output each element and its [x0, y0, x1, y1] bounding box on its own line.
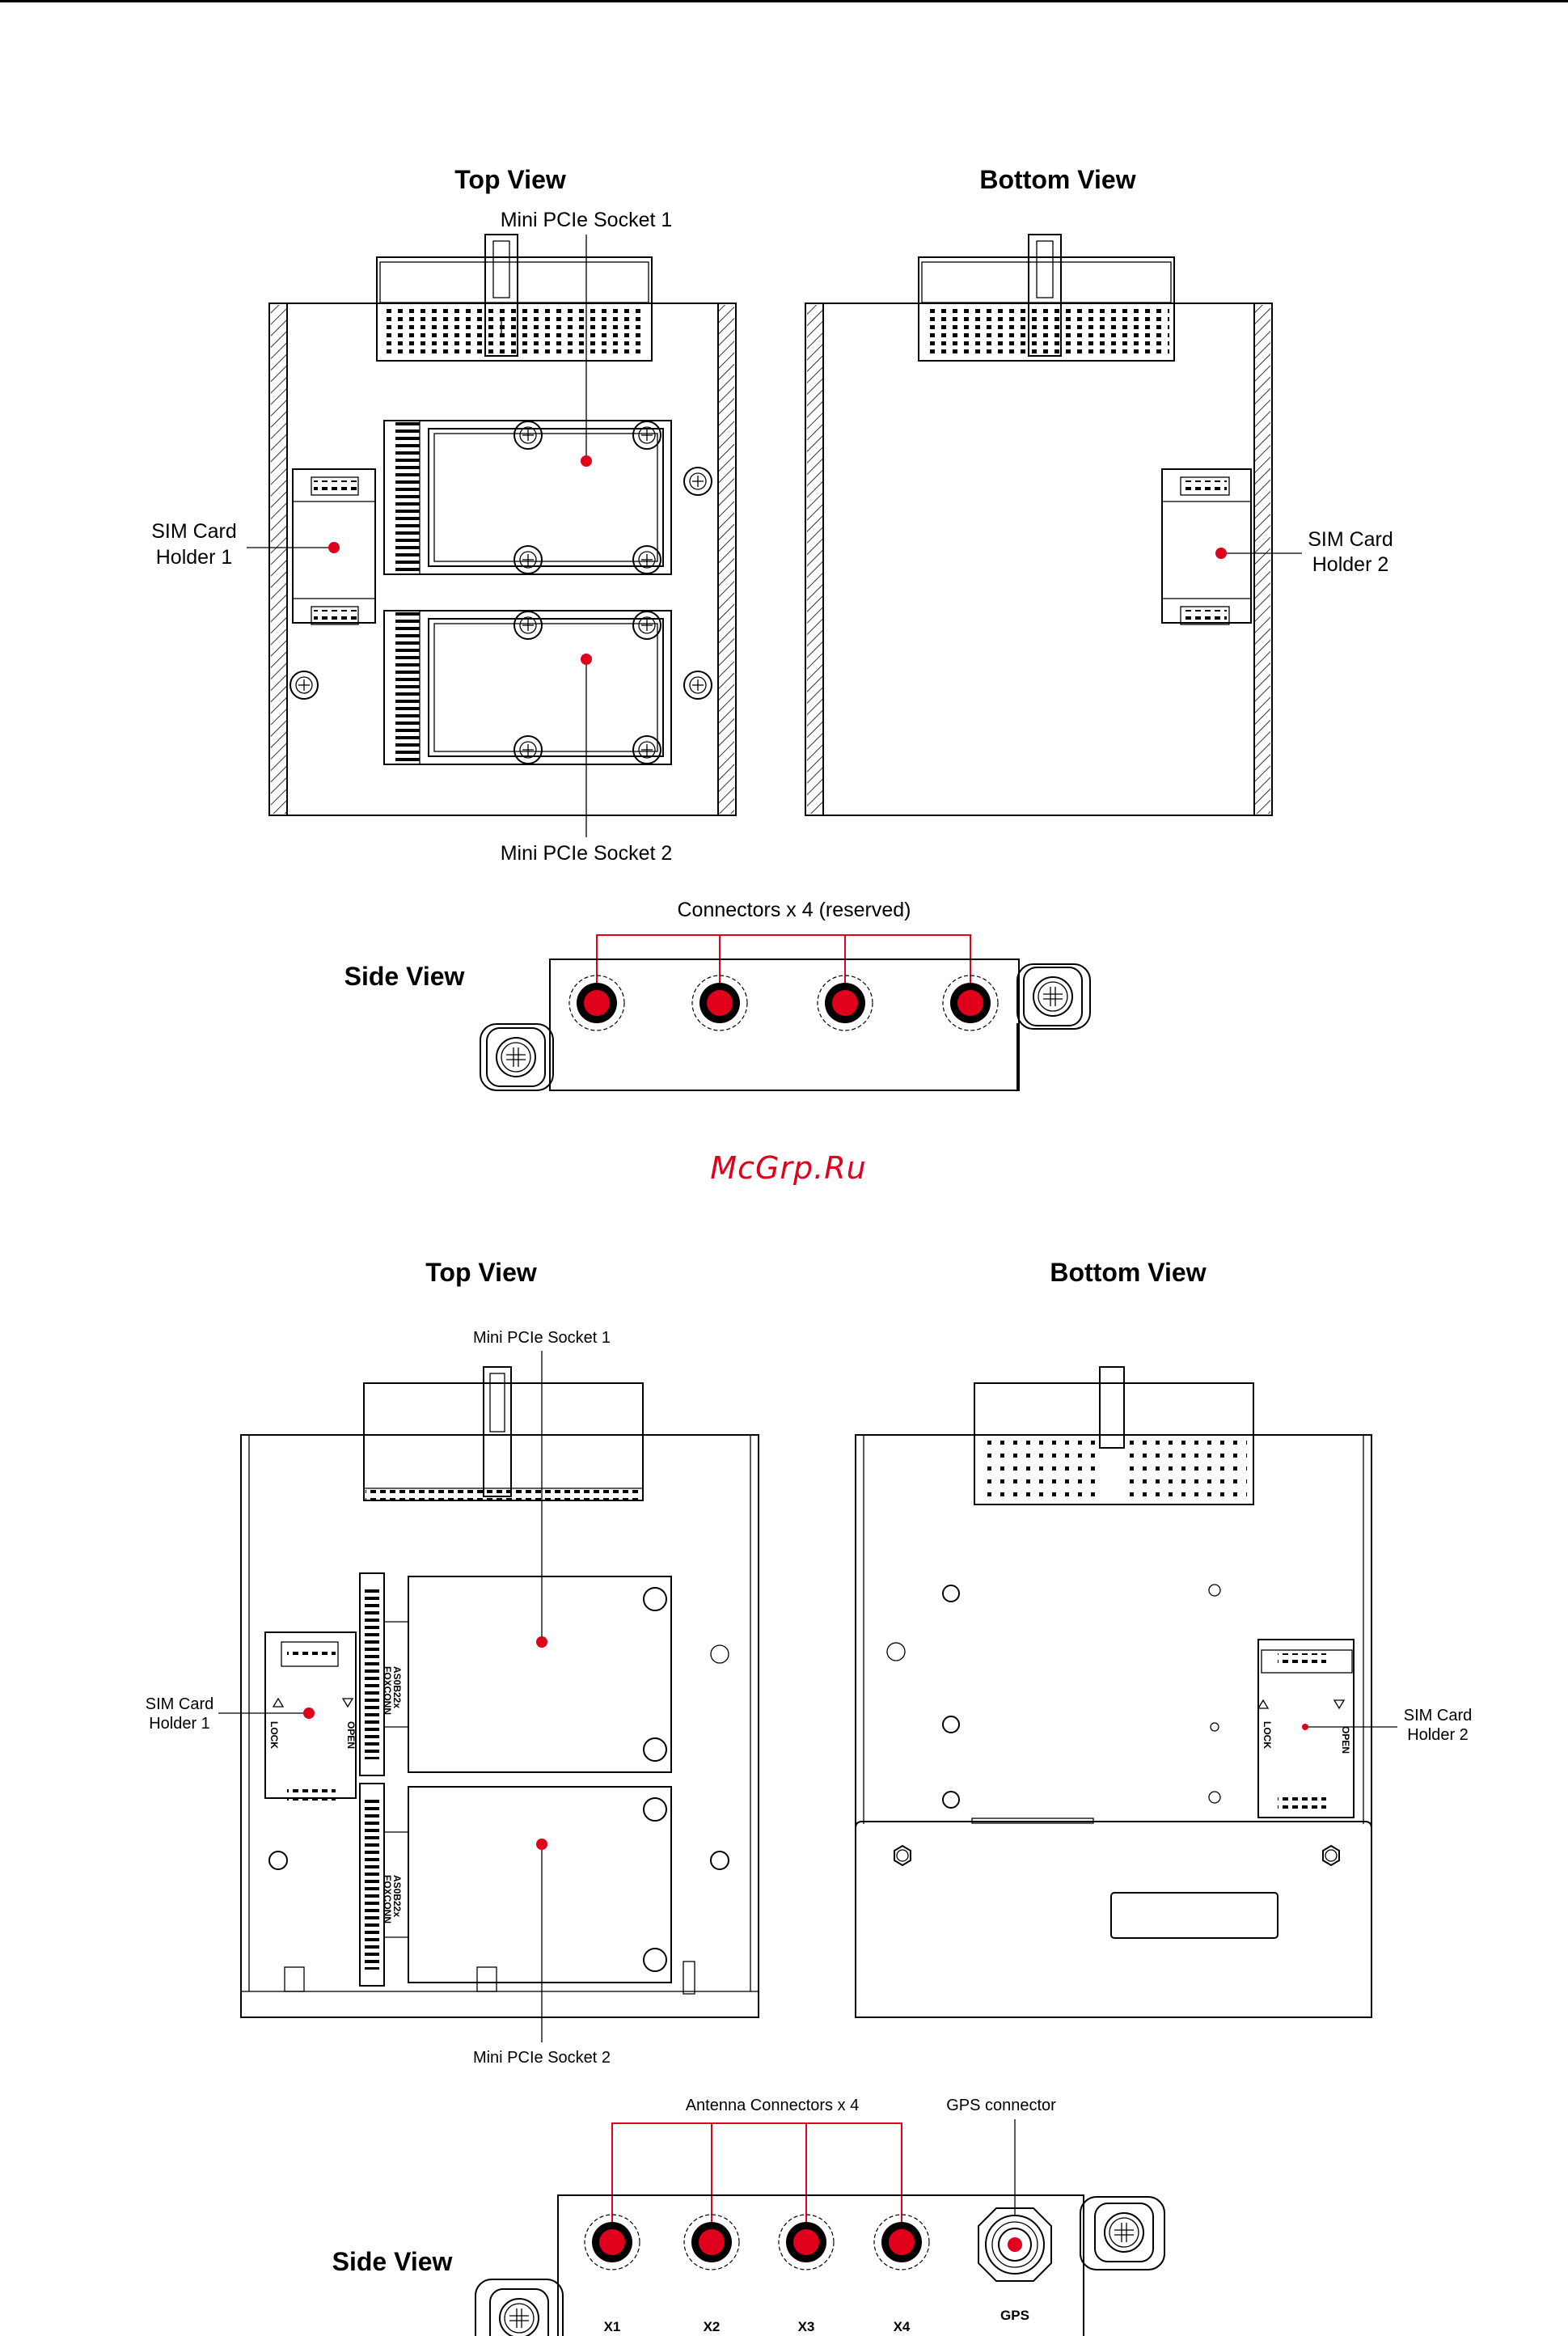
d1-mini-pcie-socket-2-label: Mini PCIe Socket 2	[501, 842, 673, 865]
d1-mini-pcie-card-2	[384, 611, 671, 764]
d1-sim-card-holder-2	[1161, 468, 1252, 625]
d1-top-edge-connector	[376, 234, 653, 362]
d1-connector-1	[568, 975, 625, 1031]
d2-top-callouts: Mini PCIe Socket 1 Mini PCIe Socket 2 SI…	[146, 1329, 611, 2067]
d1-sim-holder-2-label-line1: SIM Card	[1308, 528, 1393, 551]
page-top-rule	[0, 0, 1568, 2]
d2-top-hole-3	[710, 1851, 729, 1870]
d1-top-view-title: Top View	[454, 165, 566, 194]
d2-bottom-view-title: Bottom View	[1050, 1258, 1206, 1287]
diagram1: Top View Bottom View	[151, 165, 1393, 1091]
d2-sim-holder-1-label-line1: SIM Card	[146, 1695, 213, 1713]
d2-top-view-board: AS0B22x FOXCONN AS0B22x FOXCONN LOCK OPE…	[240, 1366, 759, 2018]
d1-sim-card-holder-1	[292, 468, 376, 625]
d2-antenna-connector-x4	[873, 2214, 930, 2270]
d1-bottom-view-title: Bottom View	[979, 165, 1135, 194]
d2-sim-card-holder-2: LOCK OPEN	[1257, 1639, 1355, 1818]
d2-sim-card-holder-1: LOCK OPEN	[264, 1631, 357, 1801]
d2-top-hole-1	[710, 1644, 729, 1664]
d2-bottom-view-board: LOCK OPEN	[855, 1366, 1372, 2018]
d2-side-view: Side View Antenna Connectors x 4 GPS con…	[332, 2097, 1165, 2336]
d1-side-view-title: Side View	[344, 962, 465, 991]
d1-sim-holder-1-label-line1: SIM Card	[151, 520, 237, 543]
d2-chip-marking-2b: FOXCONN	[382, 1875, 393, 1923]
d2-chip-marking-2a: AS0B22x	[391, 1875, 403, 1917]
d1-mini-pcie-card-1	[384, 421, 671, 574]
d2-x3-label: X3	[798, 2319, 815, 2334]
d1-top-screw-right-1	[683, 467, 712, 496]
d2-side-view-title: Side View	[332, 2247, 453, 2276]
d1-bottom-edge-connector	[918, 234, 1175, 362]
d2-bottom-edge-connector	[974, 1366, 1254, 1505]
d2-gps-connector	[978, 2207, 1052, 2282]
d1-connectors-label: Connectors x 4 (reserved)	[677, 899, 911, 921]
d1-top-screw-right-2	[683, 671, 712, 700]
d1-mini-pcie-socket-1-label: Mini PCIe Socket 1	[501, 209, 673, 231]
d2-mini-pcie-card-2	[359, 1783, 672, 1987]
d1-connector-3	[817, 975, 873, 1031]
d1-connector-4	[942, 975, 999, 1031]
d2-top-edge-connector	[363, 1366, 644, 1501]
d2-lock-label-2: LOCK	[1262, 1721, 1273, 1749]
d2-mini-pcie-socket-1-label: Mini PCIe Socket 1	[473, 1329, 611, 1347]
d2-lock-label-1: LOCK	[268, 1721, 280, 1749]
d1-top-screw-left	[290, 671, 319, 700]
d2-antenna-connector-x1	[584, 2214, 640, 2270]
d1-sim-holder-2-label-line2: Holder 2	[1312, 553, 1389, 576]
d2-gps-connector-label: GPS connector	[946, 2097, 1056, 2114]
d2-sim-holder-1-label-line2: Holder 1	[149, 1715, 210, 1733]
d1-connector-2	[691, 975, 748, 1031]
d2-top-hole-2	[268, 1851, 288, 1870]
d2-top-view-title: Top View	[425, 1258, 537, 1287]
d1-top-callouts: Mini PCIe Socket 1 Mini PCIe Socket 2 SI…	[151, 209, 672, 865]
d2-mini-pcie-card-1	[359, 1572, 672, 1776]
diagram2: Top View Bottom View AS0B22x FOXCONN AS0…	[146, 1258, 1472, 2336]
d2-open-label-2: OPEN	[1340, 1726, 1351, 1754]
d2-gps-label: GPS	[1000, 2308, 1029, 2323]
d1-top-view-board	[268, 234, 737, 816]
d2-chip-marking-1b: FOXCONN	[382, 1666, 393, 1715]
d2-open-label-1: OPEN	[345, 1721, 357, 1749]
d2-mini-pcie-socket-2-label: Mini PCIe Socket 2	[473, 2049, 611, 2067]
d2-antenna-connectors-label: Antenna Connectors x 4	[686, 2097, 860, 2114]
d2-bottom-callouts: SIM Card Holder 2	[1302, 1707, 1472, 1744]
d2-antenna-connector-x3	[778, 2214, 835, 2270]
watermark: McGrp.Ru	[710, 1150, 866, 1186]
d2-antenna-connector-x2	[683, 2214, 740, 2270]
d1-side-view: Side View Connectors x 4 (reserved)	[344, 899, 1091, 1091]
d2-sim-holder-2-label-line1: SIM Card	[1404, 1707, 1472, 1724]
d2-x4-label: X4	[894, 2319, 911, 2334]
d1-bottom-view-board	[805, 234, 1273, 816]
d2-sim-holder-2-label-line2: Holder 2	[1407, 1726, 1469, 1744]
d2-x1-label: X1	[604, 2319, 621, 2334]
d2-x2-label: X2	[704, 2319, 721, 2334]
d2-chip-marking-1a: AS0B22x	[391, 1666, 403, 1708]
d2-bottom-bracket	[855, 1818, 1372, 2017]
d1-bottom-callouts: SIM Card Holder 2	[1215, 528, 1393, 576]
d1-sim-holder-1-label-line2: Holder 1	[156, 546, 233, 569]
